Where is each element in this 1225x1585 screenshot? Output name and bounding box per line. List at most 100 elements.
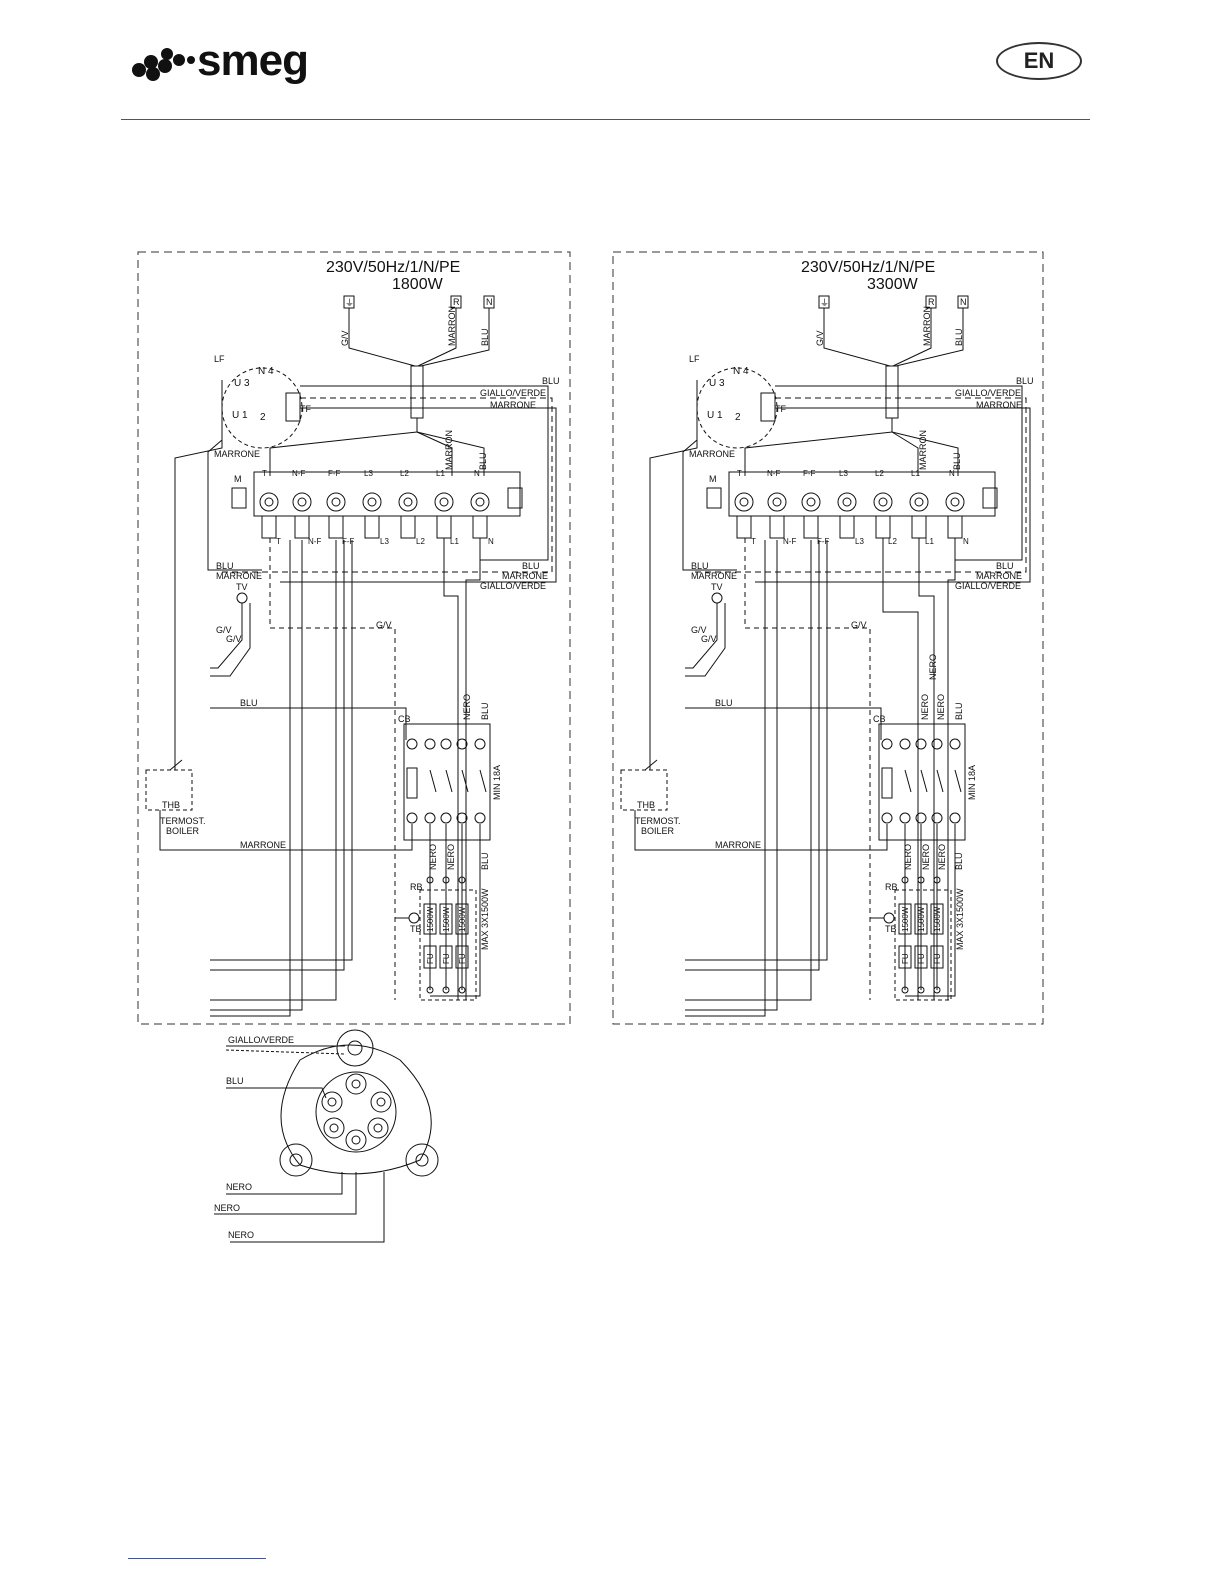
- svg-text:N-F: N-F: [292, 469, 305, 478]
- svg-text:N 4: N 4: [258, 366, 274, 377]
- left-power-label: 1800W: [392, 276, 444, 293]
- svg-text:BLU: BLU: [542, 376, 560, 386]
- svg-text:1500W: 1500W: [442, 906, 451, 932]
- svg-text:U 1: U 1: [232, 410, 248, 421]
- svg-text:R: R: [453, 297, 460, 307]
- svg-text:MARRONE: MARRONE: [502, 571, 548, 581]
- svg-text:BLU: BLU: [480, 702, 490, 720]
- svg-text:NERO: NERO: [214, 1203, 240, 1213]
- svg-text:T: T: [751, 537, 756, 546]
- svg-text:N: N: [960, 297, 967, 307]
- svg-text:RB: RB: [885, 882, 898, 892]
- svg-text:G/V: G/V: [216, 625, 232, 635]
- svg-text:THB: THB: [637, 800, 655, 810]
- svg-text:LF: LF: [689, 354, 700, 364]
- svg-text:MARRONE: MARRONE: [976, 400, 1022, 410]
- svg-text:N-F: N-F: [308, 537, 321, 546]
- svg-text:NERO: NERO: [226, 1182, 252, 1192]
- svg-text:T: T: [262, 469, 267, 478]
- svg-text:1500W: 1500W: [458, 906, 467, 932]
- svg-text:T: T: [276, 537, 281, 546]
- svg-text:U 3: U 3: [234, 378, 250, 389]
- svg-text:L2: L2: [400, 469, 409, 478]
- svg-text:BLU: BLU: [480, 852, 490, 870]
- svg-text:N-F: N-F: [767, 469, 780, 478]
- svg-text:THB: THB: [162, 800, 180, 810]
- svg-text:MARRONE: MARRONE: [689, 449, 735, 459]
- svg-text:L3: L3: [855, 537, 864, 546]
- svg-text:M: M: [709, 474, 717, 484]
- right-contactor-pins: [881, 738, 961, 824]
- svg-text:N: N: [474, 469, 480, 478]
- svg-text:L3: L3: [839, 469, 848, 478]
- svg-text:FU: FU: [426, 953, 435, 964]
- svg-text:N: N: [488, 537, 494, 546]
- svg-text:TERMOST.: TERMOST.: [160, 816, 206, 826]
- svg-text:MARRONE: MARRONE: [691, 571, 737, 581]
- svg-text:NERO: NERO: [446, 844, 456, 870]
- language-badge: EN: [996, 42, 1082, 80]
- right-terminals: [734, 492, 965, 512]
- svg-text:U 3: U 3: [709, 378, 725, 389]
- svg-text:BLU: BLU: [522, 561, 540, 571]
- svg-text:GIALLO/VERDE: GIALLO/VERDE: [955, 581, 1021, 591]
- right-panel: [612, 251, 1044, 1025]
- svg-text:NERO: NERO: [228, 1230, 254, 1240]
- svg-text:N-F: N-F: [783, 537, 796, 546]
- svg-text:L2: L2: [416, 537, 425, 546]
- svg-text:FU: FU: [933, 953, 942, 964]
- svg-text:CB: CB: [873, 714, 886, 724]
- svg-text:RB: RB: [410, 882, 423, 892]
- logo-dots-icon: [132, 48, 195, 81]
- svg-text:GIALLO/VERDE: GIALLO/VERDE: [955, 388, 1021, 398]
- svg-text:MARRONE: MARRONE: [214, 449, 260, 459]
- svg-text:FU: FU: [901, 953, 910, 964]
- svg-text:BLU: BLU: [1016, 376, 1034, 386]
- svg-text:BLU: BLU: [691, 561, 709, 571]
- left-panel-text: 230V/50Hz/1/N/PE 1800W ⏚ R N G/V MARRON …: [160, 259, 560, 964]
- footer-link-underline: [128, 1558, 266, 1559]
- svg-text:1500W: 1500W: [901, 906, 910, 932]
- connector-drawing: [214, 1029, 439, 1243]
- svg-text:U 1: U 1: [707, 410, 723, 421]
- svg-text:N 4: N 4: [733, 366, 749, 377]
- svg-text:NERO: NERO: [903, 844, 913, 870]
- svg-text:NERO: NERO: [928, 654, 938, 680]
- svg-text:R: R: [928, 297, 935, 307]
- svg-text:LF: LF: [214, 354, 225, 364]
- svg-text:MAX 3X1500W: MAX 3X1500W: [480, 888, 490, 950]
- svg-text:TF: TF: [300, 404, 311, 414]
- svg-text:FU: FU: [458, 953, 467, 964]
- svg-text:F-F: F-F: [817, 537, 830, 546]
- svg-text:BLU: BLU: [240, 698, 258, 708]
- svg-text:F-F: F-F: [342, 537, 355, 546]
- svg-text:1500W: 1500W: [917, 906, 926, 932]
- svg-text:TB: TB: [885, 924, 897, 934]
- svg-text:MIN 18A: MIN 18A: [967, 765, 977, 800]
- svg-text:MARRON: MARRON: [444, 430, 454, 470]
- left-supply-label: 230V/50Hz/1/N/PE: [326, 259, 460, 276]
- svg-text:MARRONE: MARRONE: [715, 840, 761, 850]
- svg-text:NERO: NERO: [462, 694, 472, 720]
- svg-text:T: T: [737, 469, 742, 478]
- svg-text:NERO: NERO: [937, 844, 947, 870]
- header-divider: [121, 119, 1090, 120]
- svg-text:F-F: F-F: [328, 469, 341, 478]
- svg-text:N: N: [949, 469, 955, 478]
- svg-text:L1: L1: [911, 469, 920, 478]
- svg-text:FU: FU: [917, 953, 926, 964]
- brand-name: smeg: [197, 36, 309, 85]
- svg-text:MARRON: MARRON: [922, 306, 932, 346]
- brand-logo: smeg: [131, 36, 311, 88]
- svg-text:G/V: G/V: [815, 330, 825, 346]
- svg-text:⏚: ⏚: [820, 298, 829, 308]
- svg-text:MARRONE: MARRONE: [216, 571, 262, 581]
- svg-text:GIALLO/VERDE: GIALLO/VERDE: [480, 581, 546, 591]
- svg-text:N: N: [486, 297, 493, 307]
- svg-text:G/V: G/V: [691, 625, 707, 635]
- svg-text:MARRON: MARRON: [918, 430, 928, 470]
- right-supply-label: 230V/50Hz/1/N/PE: [801, 259, 935, 276]
- svg-text:BOILER: BOILER: [166, 826, 200, 836]
- svg-text:1500W: 1500W: [426, 906, 435, 932]
